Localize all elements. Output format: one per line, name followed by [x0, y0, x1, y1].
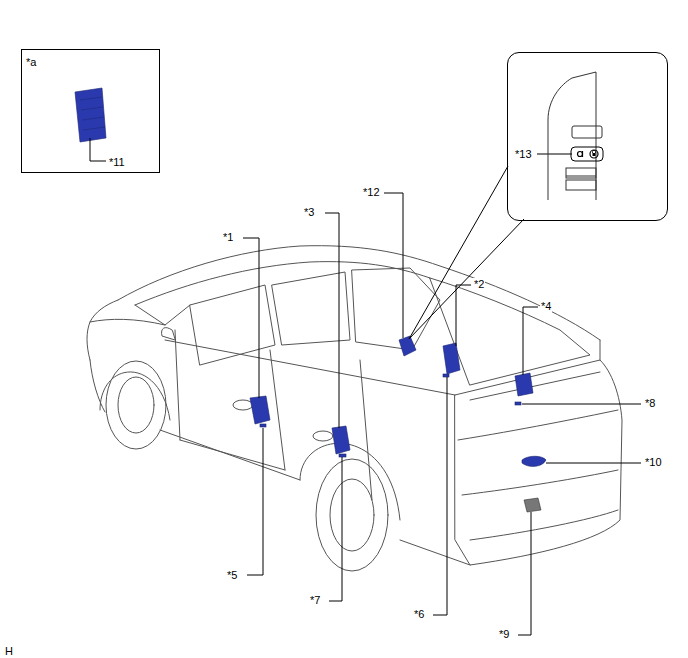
callout-number: *8: [644, 397, 656, 410]
callout-number: *5: [226, 569, 238, 582]
callout-number: *10: [644, 456, 663, 469]
callout-number: *4: [540, 300, 552, 313]
callout-number: *1: [222, 231, 234, 244]
inset-label: *a: [25, 56, 37, 69]
callout-number: *12: [362, 186, 381, 199]
callout-number: *2: [473, 278, 485, 291]
figure-code: H: [4, 645, 14, 658]
callout-number: *9: [498, 628, 510, 641]
callout-number: *7: [309, 594, 321, 607]
callout-number: *6: [413, 608, 425, 621]
callout-number: *11: [108, 156, 126, 169]
callout-number: *3: [303, 206, 315, 219]
zoom-inset: *13: [507, 52, 668, 221]
inset-box: *a *11: [21, 49, 160, 173]
callout-number: *13: [514, 148, 533, 161]
